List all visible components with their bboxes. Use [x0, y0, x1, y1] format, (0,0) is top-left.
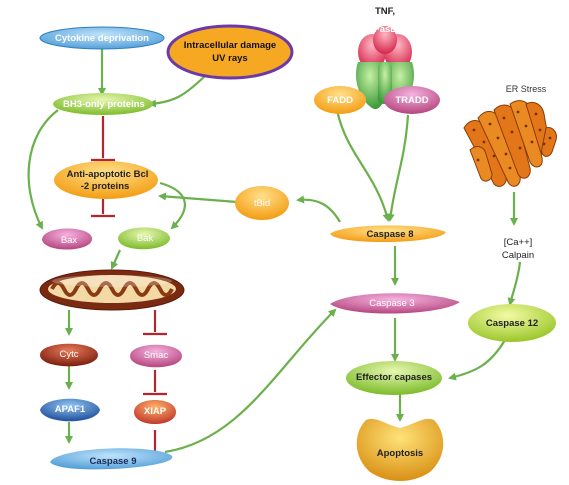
- anti-apoptotic-node: [54, 161, 158, 199]
- intracellular-damage-label: Intracellular damage: [183, 40, 277, 51]
- xiap-label: XIAP: [143, 406, 167, 417]
- activation-arrows: [27, 48, 522, 454]
- caspase-9-label: Caspase 9: [89, 456, 137, 467]
- apoptosis-label: Apoptosis: [376, 448, 424, 459]
- caspase-9-node: [50, 448, 173, 470]
- caspase-12-node: [468, 304, 556, 342]
- anti-apoptotic-label-2: -2 proteins: [80, 181, 130, 192]
- cytokine-deprivation-node: [39, 26, 165, 50]
- effector-caspases-node: [346, 361, 442, 395]
- fadd-label: FADD: [327, 95, 353, 106]
- arrow-tbid-to-antiapop: [158, 192, 238, 204]
- arrow-damage-to-bh3: [148, 75, 206, 108]
- smac-node: [130, 344, 182, 368]
- apaf1-node: [40, 398, 100, 422]
- caspase-8-label: Caspase 8: [366, 229, 414, 240]
- bax-node: [42, 228, 93, 250]
- arrow-casp8-to-tbid: [296, 195, 341, 223]
- bak-node: [118, 227, 170, 250]
- fasl-label: FasL: [373, 24, 397, 35]
- apaf1-label: APAF1: [54, 404, 86, 415]
- caspase-8-node: [330, 225, 446, 243]
- arrow-fadd-to-casp8: [334, 104, 391, 222]
- tradd-label: TRADD: [395, 95, 429, 106]
- arrow-tradd-to-casp8: [386, 114, 410, 222]
- arrow-casp12-to-effector: [448, 339, 506, 381]
- er-stress-icon: [463, 100, 557, 187]
- tnf-receptor-icon: [355, 26, 415, 110]
- mitochondrion-icon: [39, 269, 185, 311]
- tbid-label: tBid: [253, 198, 271, 209]
- er-stress-label: ER Stress: [505, 84, 547, 94]
- bax-label: Bax: [60, 235, 78, 246]
- caspase-3-node: [330, 293, 460, 314]
- intracellular-damage-node: [166, 24, 294, 80]
- fadd-node: [314, 86, 366, 114]
- uv-rays-label: UV rays: [212, 53, 248, 64]
- tbid-node: [235, 186, 289, 220]
- calpain-label: Calpain: [501, 250, 535, 261]
- arrow-casp9-to-casp3: [164, 308, 337, 454]
- cytc-node: [40, 343, 98, 367]
- tnf-label: TNF,: [374, 6, 396, 17]
- calcium-label: [Ca++]: [503, 237, 533, 248]
- arrow-calpain-to-casp12: [507, 261, 522, 306]
- xiap-node: [134, 400, 176, 424]
- arrow-bak-to-mito: [110, 249, 122, 270]
- apoptosis-node: [356, 418, 444, 481]
- arrow-antiapop-to-bak: [159, 181, 186, 230]
- caspase-12-label: Caspase 12: [485, 318, 539, 329]
- arrow-bh3-to-bax: [27, 109, 59, 230]
- anti-apoptotic-label-1: Anti-apoptotic Bcl: [66, 169, 149, 180]
- caspase-3-label: Caspase 3: [369, 298, 415, 309]
- bh3-only-label: BH3-only proteins: [63, 99, 145, 110]
- bh3-only-node: [53, 93, 153, 115]
- effector-caspases-label: Effector capases: [355, 372, 433, 383]
- tradd-node: [384, 86, 440, 114]
- smac-label: Smac: [143, 350, 169, 361]
- cytc-label: Cytc: [59, 349, 79, 360]
- bak-label: Bak: [136, 233, 154, 244]
- cytokine-deprivation-label: Cytokine deprivation: [55, 33, 149, 44]
